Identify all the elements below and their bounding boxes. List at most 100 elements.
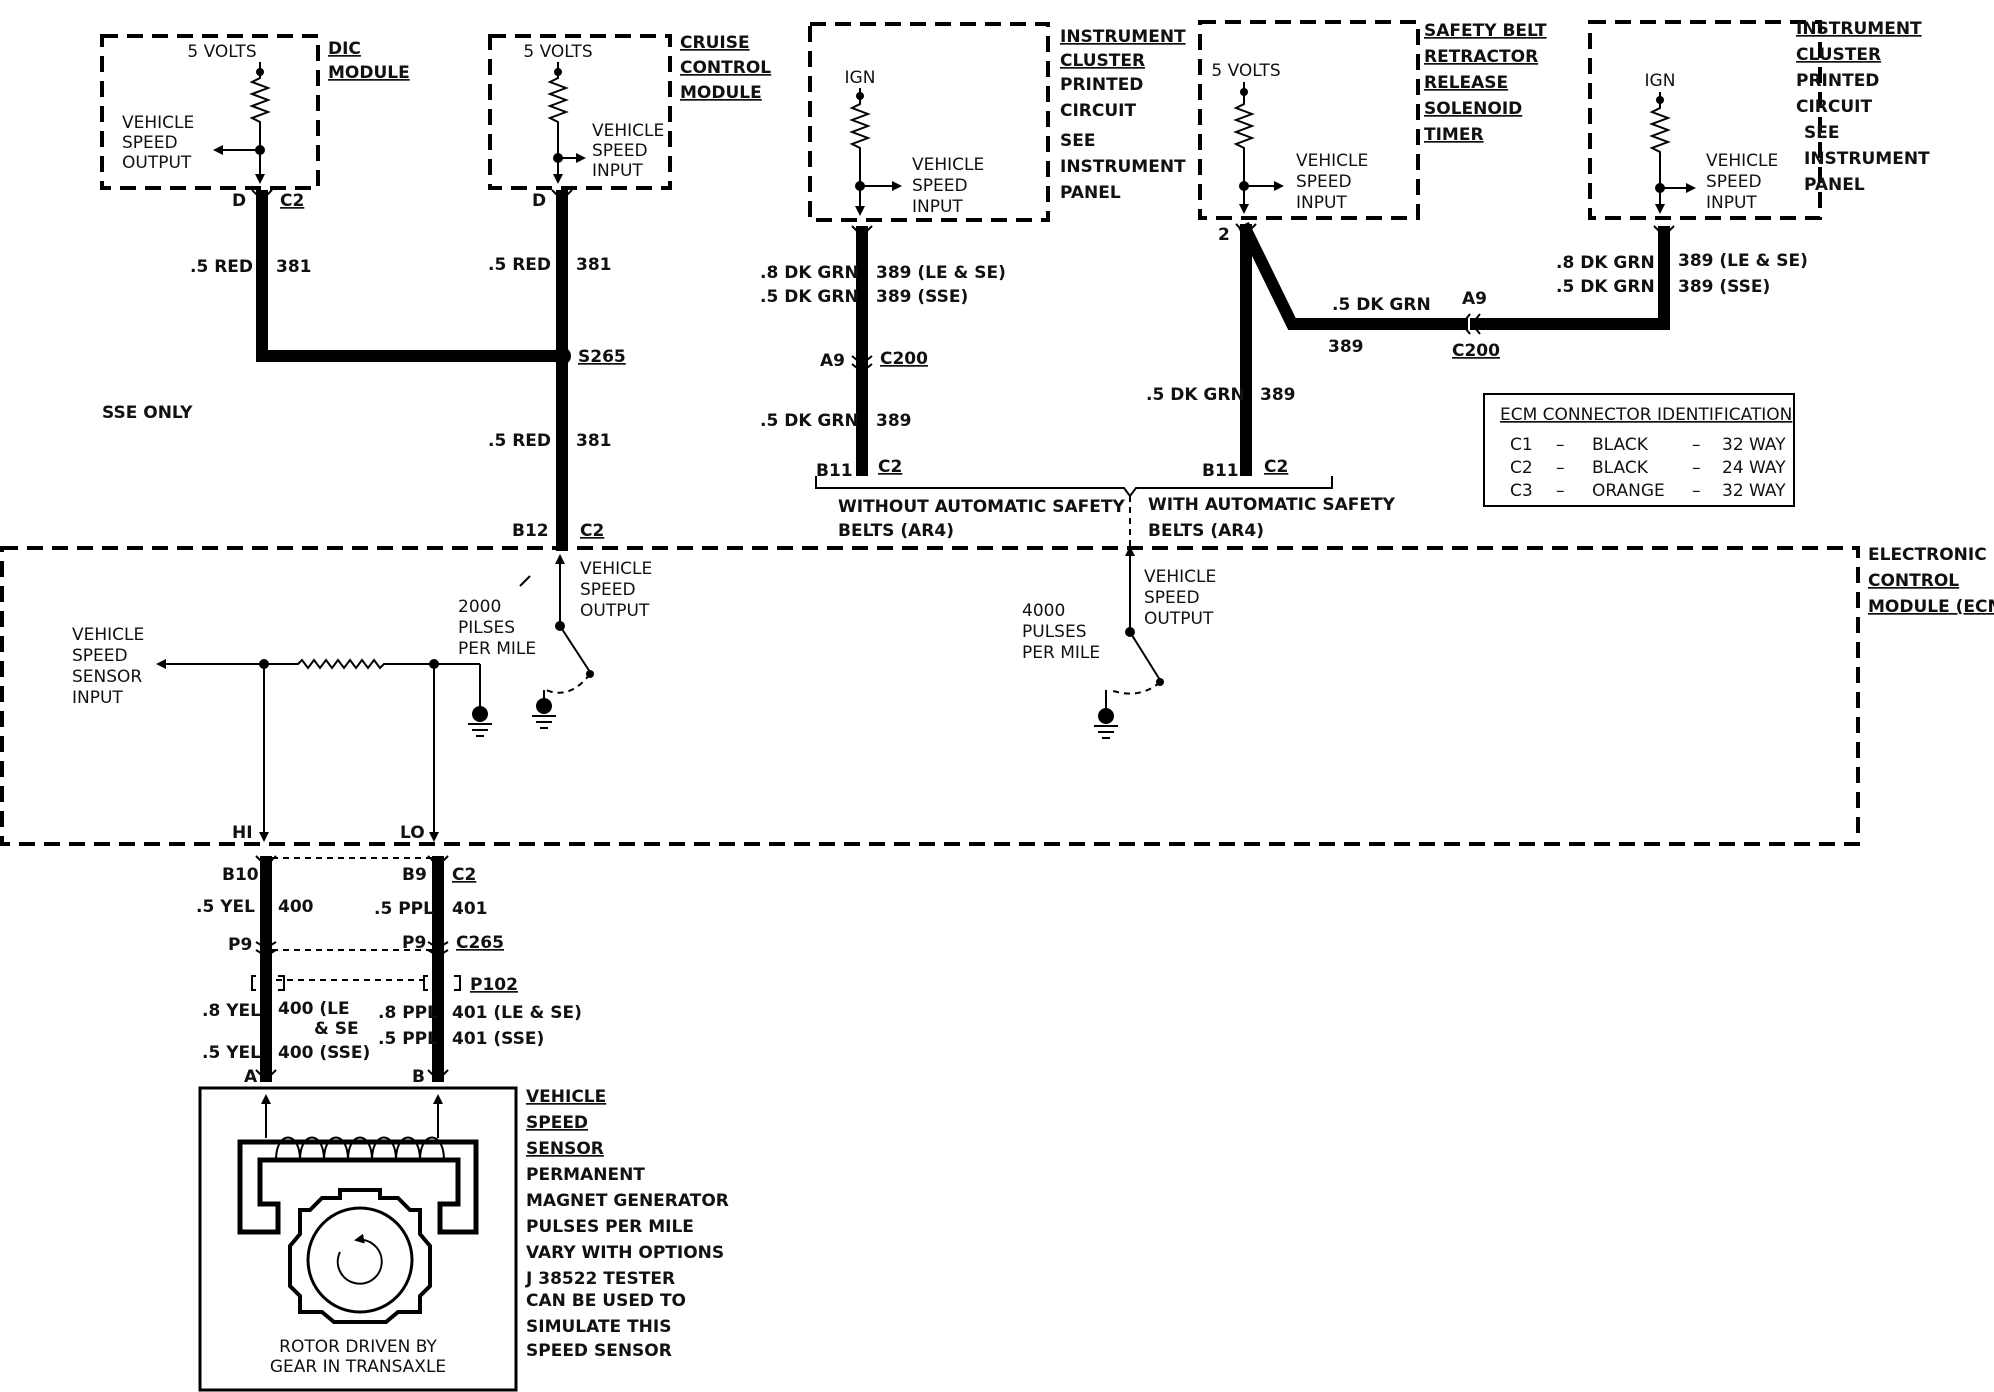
safety-belt-timer: 5 VOLTS VEHICLE SPEED INPUT SAFETY BELT …	[1198, 20, 1547, 245]
rotor-gear-icon	[288, 1188, 432, 1324]
cluster-right-name-6: INSTRUMENT	[1804, 149, 1930, 169]
vss-ground-icon	[472, 706, 488, 722]
yel-bot-circuit-1b: & SE	[314, 1019, 359, 1039]
ecm-out2-3: OUTPUT	[1144, 609, 1214, 629]
pin-p9-b: P9	[402, 933, 426, 953]
pin-b9: B9	[402, 865, 427, 885]
cruise-pullup-resistor-icon	[547, 72, 569, 158]
belt-signal-3: INPUT	[1296, 193, 1347, 213]
sensor-name-3: SENSOR	[526, 1139, 604, 1159]
cluster-right-name-1: INSTRUMENT	[1796, 19, 1922, 39]
instrument-cluster-left: IGN VEHICLE SPEED INPUT INSTRUMENT CLUST…	[808, 22, 1186, 222]
ppl-top-circuit: 401	[452, 899, 488, 919]
sensor-desc-7: SIMULATE THIS	[526, 1317, 671, 1337]
belt-timer-box	[1198, 20, 1420, 220]
ecm-out1-1: VEHICLE	[580, 559, 652, 579]
red-381-circuit: .5 RED 381 .5 RED 381 S265 SSE ONLY .5 R…	[102, 189, 626, 551]
cruise-supply-label: 5 VOLTS	[523, 42, 592, 62]
rotor-icon	[306, 1206, 414, 1314]
cruise-name-3: MODULE	[680, 83, 762, 103]
ecm-table-r3-id: C3	[1510, 481, 1533, 501]
ecm-table-r2-id: C2	[1510, 458, 1533, 478]
vss-input-1: VEHICLE	[72, 625, 144, 645]
cluster-right-name-7: PANEL	[1804, 175, 1865, 195]
ecm-table-r1-ways: 32 WAY	[1722, 435, 1786, 455]
cluster-left-signal-1: VEHICLE	[912, 155, 984, 175]
sensor-desc-6: CAN BE USED TO	[526, 1291, 686, 1311]
cr-circuit-1: 389 (LE & SE)	[1678, 251, 1808, 271]
ecm-table-r2-color: BLACK	[1592, 458, 1649, 478]
without-ar4-2: BELTS (AR4)	[838, 521, 954, 541]
sensor-desc-5: J 38522 TESTER	[525, 1269, 675, 1289]
vss-input-2: SPEED	[72, 646, 128, 666]
dic-connector: C2	[280, 191, 304, 211]
belt-name-2: RETRACTOR	[1424, 47, 1538, 67]
dic-module-box	[100, 34, 320, 190]
rotation-arrow-icon	[336, 1233, 383, 1285]
ecm-out2-2: SPEED	[1144, 588, 1200, 608]
ecm-out-wire-gauge: .5 RED	[488, 431, 551, 451]
pin-a: A	[244, 1067, 258, 1087]
ecm-out-pin: B12	[512, 521, 549, 541]
cl-gauge-2: .5 DK GRN	[760, 287, 859, 307]
belt-name-4: SOLENOID	[1424, 99, 1522, 119]
ecm-lo-label: LO	[400, 823, 425, 843]
ecm-pulses1-2: PILSES	[458, 618, 515, 638]
dic-name-1: DIC	[328, 39, 361, 59]
cluster-right-name-4: CIRCUIT	[1796, 97, 1872, 117]
ecm-pulses2-3: PER MILE	[1022, 643, 1100, 663]
sensor-desc-4: VARY WITH OPTIONS	[526, 1243, 724, 1263]
ecm-table-r1-color: BLACK	[1592, 435, 1649, 455]
rotor-label-1: ROTOR DRIVEN BY	[279, 1337, 437, 1357]
cluster-left-name-5: SEE	[1060, 131, 1095, 151]
cl-ecm-pin: B11	[816, 461, 853, 481]
cluster-right-signal-2: SPEED	[1706, 172, 1762, 192]
ecm-out1-2: SPEED	[580, 580, 636, 600]
belt-name-3: RELEASE	[1424, 73, 1508, 93]
ecm-pulses2-2: PULSES	[1022, 622, 1087, 642]
sensor-desc-1: PERMANENT	[526, 1165, 645, 1185]
yel-bot-circuit-2: 400 (SSE)	[278, 1043, 370, 1063]
cluster-right-wire	[1470, 226, 1670, 330]
ecm-name-1: ELECTRONIC	[1868, 545, 1987, 565]
cl-c200-pin: A9	[820, 351, 845, 371]
ppl-bot-gauge-2: .5 PPL	[378, 1029, 438, 1049]
cluster-left-box	[808, 22, 1050, 222]
cr-c200-pin: A9	[1462, 289, 1487, 309]
dic-wire	[256, 190, 568, 362]
yel-bot-gauge-1: .8 YEL	[202, 1001, 261, 1021]
dic-pullup-resistor-icon	[249, 72, 271, 150]
ecm-box	[0, 546, 1860, 846]
cl-circuit-2: 389 (SSE)	[876, 287, 968, 307]
cruise-wire-circuit: 381	[576, 255, 612, 275]
belt-wire-circuit: 389	[1260, 385, 1296, 405]
cruise-pin: D	[532, 191, 546, 211]
ecm-table-r2-d2: –	[1692, 458, 1701, 478]
ppl-bot-gauge-1: .8 PPL	[378, 1003, 438, 1023]
cr-gauge-2: .5 DK GRN	[1556, 277, 1655, 297]
ecm-table-r1-d1: –	[1556, 435, 1565, 455]
ecm-connector-table: ECM CONNECTOR IDENTIFICATION C1 – BLACK …	[1483, 393, 1795, 507]
cluster-left-resistor-icon	[849, 96, 871, 186]
ecm-pulses1-1: 2000	[458, 597, 501, 617]
belt-ecm-conn: C2	[1264, 457, 1288, 477]
dic-module: 5 VOLTS VEHICLE SPEED OUTPUT DIC MODULE …	[100, 34, 410, 211]
sensor-name-1: VEHICLE	[526, 1087, 606, 1107]
cr-circuit-2: 389 (SSE)	[1678, 277, 1770, 297]
with-ar4-1: WITH AUTOMATIC SAFETY	[1148, 495, 1396, 515]
cl-circuit-1: 389 (LE & SE)	[876, 263, 1006, 283]
cruise-name-2: CONTROL	[680, 58, 771, 78]
belt-supply: 5 VOLTS	[1211, 61, 1280, 81]
ecm-out2-1: VEHICLE	[1144, 567, 1216, 587]
ecm-out2-switch-icon	[1129, 631, 1161, 681]
cl-bot-gauge: .5 DK GRN	[760, 411, 859, 431]
belt-diagonal-wire	[1237, 221, 1468, 330]
belt-ecm-pin: B11	[1202, 461, 1239, 481]
ecm-table-r2-ways: 24 WAY	[1722, 458, 1786, 478]
vss-input-3: SENSOR	[72, 667, 142, 687]
cluster-right-box	[1588, 20, 1822, 220]
cl-bot-circuit: 389	[876, 411, 912, 431]
ecm-table-title: ECM CONNECTOR IDENTIFICATION	[1500, 405, 1792, 425]
belt-signal-1: VEHICLE	[1296, 151, 1368, 171]
